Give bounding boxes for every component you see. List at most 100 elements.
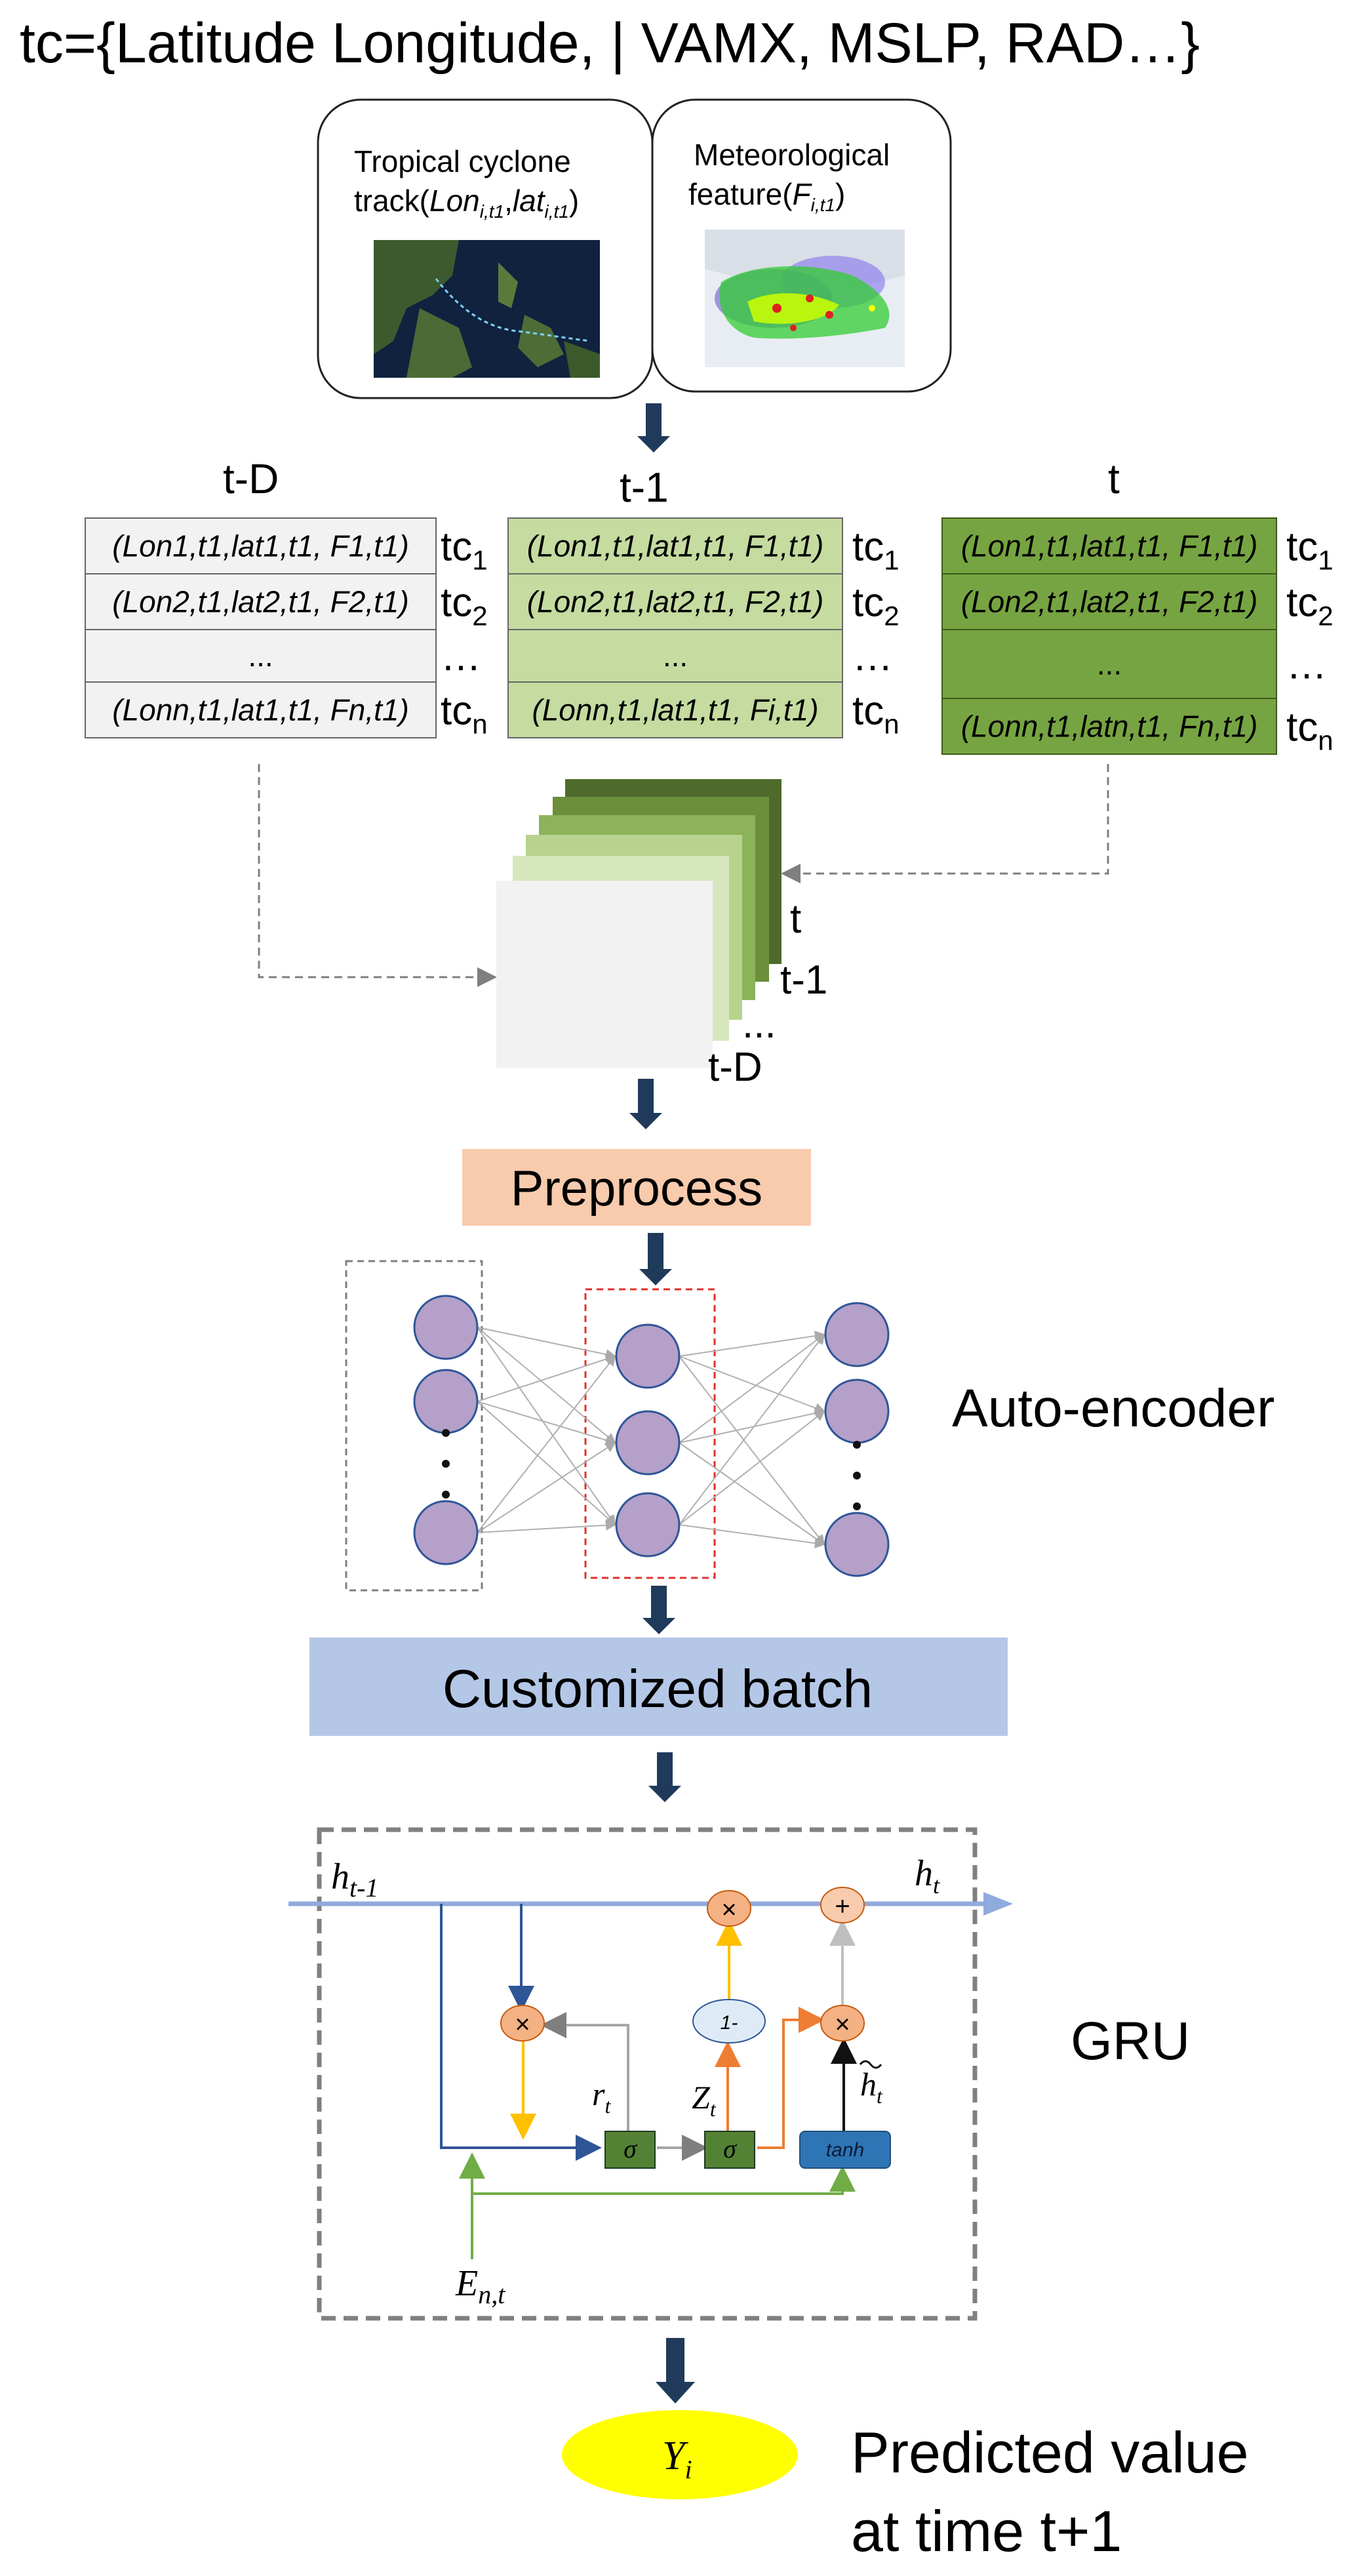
table-row-t-0: (Lon1,t1,lat1,t1, F1,t1) xyxy=(961,529,1258,563)
ae-edge xyxy=(679,1356,825,1546)
preprocess-label: Preprocess xyxy=(511,1161,762,1217)
tc-label-t1-3: tcn xyxy=(852,689,900,740)
flow-arrow-2 xyxy=(629,1079,662,1129)
table-cell-tD-1 xyxy=(85,573,437,630)
output-y: Yi xyxy=(662,2434,692,2484)
sigma-reset-box: σ xyxy=(604,2131,656,2169)
ae-node-1-2 xyxy=(615,1492,681,1558)
input-feature-box: Meteorological feature(Fi,t1) xyxy=(651,98,952,393)
ae-edge xyxy=(477,1327,616,1444)
track-label-line1: Tropical cyclone xyxy=(354,144,571,178)
ae-node-0-1 xyxy=(413,1369,479,1434)
ae-edge xyxy=(477,1354,616,1402)
ae-ellipsis-dot xyxy=(853,1502,861,1510)
ae-edge xyxy=(477,1355,616,1533)
table-row-t1-0: (Lon1,t1,lat1,t1, F1,t1) xyxy=(527,529,824,563)
ae-edge xyxy=(477,1519,616,1533)
ae-node-2-0 xyxy=(824,1302,890,1367)
label-h-t: ht xyxy=(915,1853,940,1899)
flow-arrow-1 xyxy=(637,403,670,453)
gru-cell: × + × 1- × σ σ tanh xyxy=(288,1853,1013,2309)
sigma-update-box: σ xyxy=(704,2131,755,2169)
gru-frame xyxy=(317,1827,978,2321)
gru-label: GRU xyxy=(1071,2011,1190,2071)
table-row-t1-2: ... xyxy=(663,639,688,673)
feature-label-line2: feature(Fi,t1) xyxy=(688,177,845,215)
flow-arrow-6 xyxy=(656,2338,695,2404)
table-cell-tD-2 xyxy=(85,629,437,683)
tc-label-t1-2: … xyxy=(852,634,893,679)
tanh-box: tanh xyxy=(799,2131,891,2169)
output-ellipse xyxy=(562,2410,798,2499)
ae-edge xyxy=(679,1410,825,1525)
table-row-tD-2: ... xyxy=(248,639,273,673)
table-row-t1-3: (Lonn,t1,lat1,t1, Fi,t1) xyxy=(532,693,818,727)
tc-label-tD-2: … xyxy=(441,634,481,679)
table-row-tD-1: (Lon2,t1,lat2,t1, F2,t1) xyxy=(112,585,409,619)
tc-label-tD-3: tcn xyxy=(441,689,488,740)
ae-edge xyxy=(679,1333,825,1443)
tc-label-t-2: … xyxy=(1286,643,1327,688)
table-row-t-2: ... xyxy=(1097,647,1122,681)
ae-edge xyxy=(679,1442,825,1546)
table-row-t-3: (Lonn,t1,latn,t1, Fn,t1) xyxy=(961,710,1258,744)
tc-label-t1-1: tc2 xyxy=(852,580,900,632)
ae-ellipsis-dot xyxy=(853,1441,861,1449)
time-step-tables: (Lon1,t1,lat1,t1, F1,t1) tc1 (Lon2,t1,lat2… xyxy=(85,517,1334,756)
dashed-feed-right xyxy=(781,764,1109,883)
ae-node-0-2 xyxy=(413,1500,479,1565)
tc-label-tD-1: tc2 xyxy=(441,580,488,632)
table-cell-t1-3 xyxy=(507,681,843,738)
svg-text:×: × xyxy=(721,1895,736,1924)
batch-box xyxy=(309,1638,1008,1736)
flow-arrow-3 xyxy=(639,1233,672,1285)
label-input: En,t xyxy=(455,2263,505,2309)
table-cell-t-0 xyxy=(941,517,1277,574)
ae-ellipsis-dot xyxy=(442,1491,450,1499)
flow-arrow-4 xyxy=(643,1586,675,1634)
col-header-tD: t-D xyxy=(223,455,279,502)
satellite-track-image xyxy=(374,240,600,378)
ae-ellipsis-dot xyxy=(442,1429,450,1437)
stack-label-t: t xyxy=(790,896,801,942)
svg-text:tanh: tanh xyxy=(826,2139,864,2161)
meteorological-heatmap-image xyxy=(705,230,905,367)
table-cell-t-3 xyxy=(941,698,1277,755)
tc-label-tD-0: tc1 xyxy=(441,525,488,576)
ae-edge xyxy=(679,1333,825,1525)
tc-label-t-0: tc1 xyxy=(1286,525,1334,576)
table-row-t1-1: (Lon2,t1,lat2,t1, F2,t1) xyxy=(527,585,824,619)
stack-label-dots: ... xyxy=(742,1001,776,1047)
svg-text:σ: σ xyxy=(623,2134,637,2163)
gate-multiply-top: × xyxy=(707,1890,751,1927)
table-row-t-1: (Lon2,t1,lat2,t1, F2,t1) xyxy=(961,585,1258,619)
header-formula: tc={Latitude Longitude, | VAMX, MSLP, RA… xyxy=(20,12,1200,75)
svg-text:1-: 1- xyxy=(721,2012,738,2034)
label-h-prev: ht-1 xyxy=(331,1857,378,1902)
ae-node-0-0 xyxy=(413,1295,479,1360)
label-h-tilde: ht xyxy=(859,2060,883,2108)
tc-label-t-1: tc2 xyxy=(1286,580,1334,632)
dashed-feed-left xyxy=(258,764,497,987)
ae-edge xyxy=(477,1401,616,1526)
table-cell-tD-3 xyxy=(85,681,437,738)
ae-edge xyxy=(477,1401,616,1445)
stack-label-tD: t-D xyxy=(708,1045,762,1090)
table-row-tD-3: (Lonn,t1,lat1,t1, Fn,t1) xyxy=(112,693,409,727)
gate-one-minus: 1- xyxy=(692,1999,766,2043)
table-cell-tD-0 xyxy=(85,517,437,574)
table-cell-t1-0 xyxy=(507,517,843,574)
tc-label-t-3: tcn xyxy=(1286,705,1334,756)
autoencoder-label: Auto-encoder xyxy=(952,1379,1275,1438)
ae-edge xyxy=(679,1331,825,1357)
input-track-box: Tropical cyclone track(Loni,t1,lati,t1) xyxy=(317,98,654,399)
svg-text:σ: σ xyxy=(723,2134,737,2163)
ae-ellipsis-dot xyxy=(442,1460,450,1468)
output-label-line2: at time t+1 xyxy=(851,2499,1122,2564)
ae-edge xyxy=(477,1327,616,1526)
autoencoder-network xyxy=(345,1260,890,1592)
ae-edge xyxy=(477,1327,616,1359)
batch-label: Customized batch xyxy=(443,1659,873,1719)
table-row-tD-0: (Lon1,t1,lat1,t1, F1,t1) xyxy=(112,529,409,563)
